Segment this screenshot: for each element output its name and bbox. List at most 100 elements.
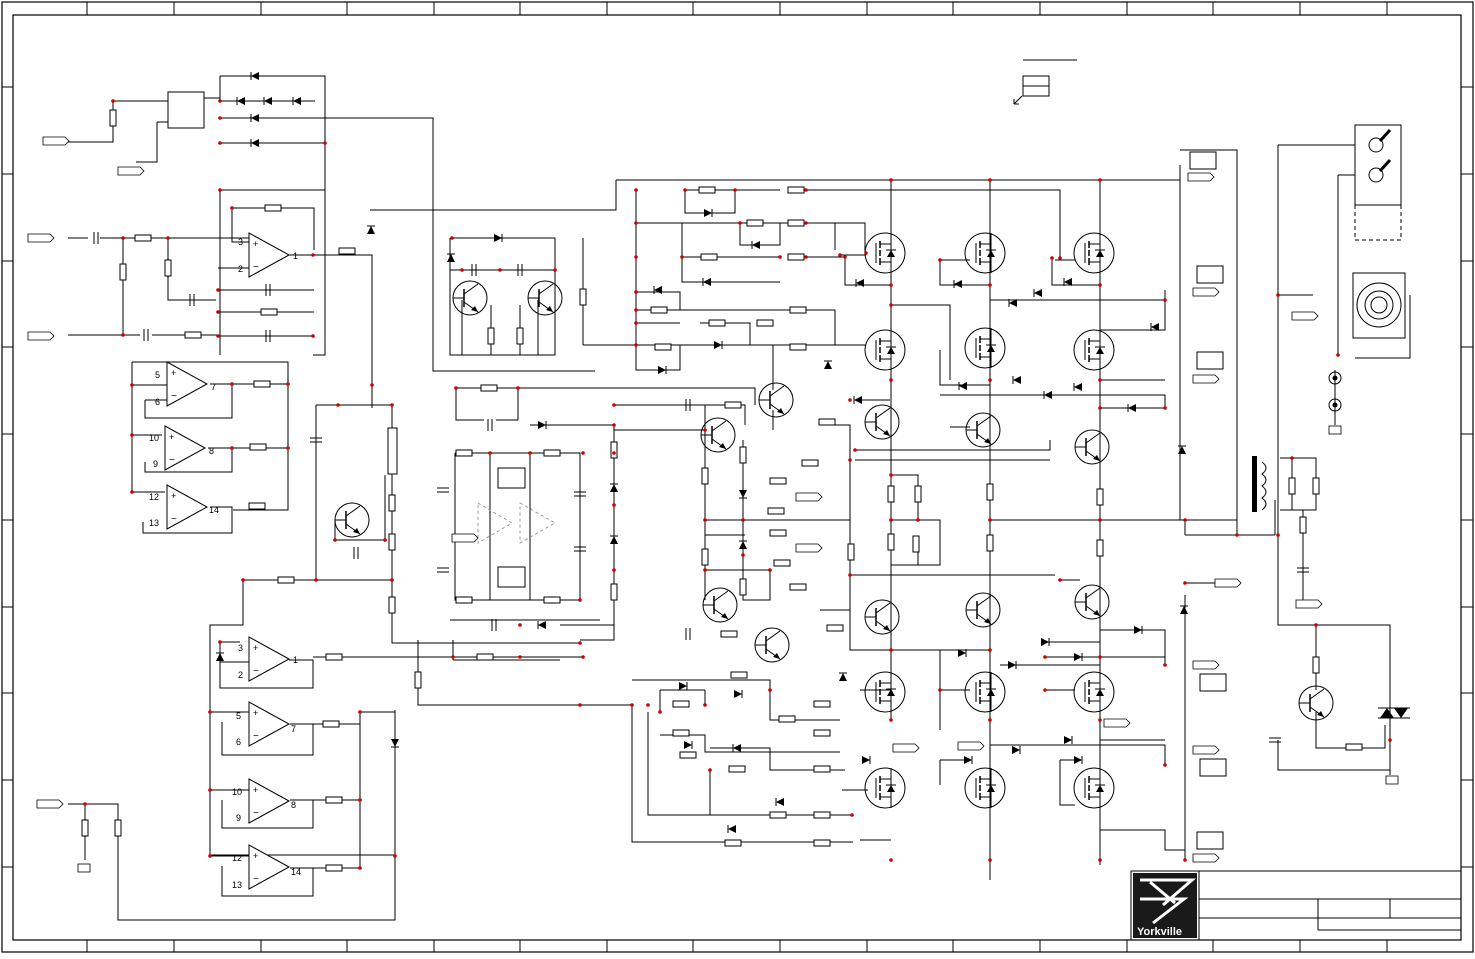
junction-dot [1058,578,1062,582]
pin-label: 13 [149,518,159,528]
junction-dot [218,640,222,644]
junction-dot [518,623,522,627]
junction-dot [889,648,893,652]
junction-dot [1276,293,1280,297]
junction-dot [988,858,992,862]
junction-dot [683,188,687,192]
junction-dot [216,310,220,314]
junction-dot [768,688,772,692]
junction-dot [804,221,808,225]
junction-dot [216,288,220,292]
junction-dot [889,473,893,477]
junction-dot [581,655,585,659]
junction-dot [916,518,920,522]
pin-label: 13 [232,880,242,890]
pin-label: 6 [155,397,160,407]
pin-label: 1 [293,655,298,665]
junction-dot [889,303,893,307]
junction-dot [634,255,638,259]
junction-dot [578,641,582,645]
junction-dot [634,221,638,225]
junction-dot [383,538,387,542]
junction-dot [208,788,212,792]
pin-label: 7 [291,724,296,734]
junction-dot [1043,688,1047,692]
junction-dot [390,578,394,582]
junction-dot [630,703,634,707]
junction-dot [218,141,222,145]
junction-dot [612,568,616,572]
junction-dot [454,386,458,390]
junction-dot [218,116,222,120]
junction-dot [111,99,115,103]
junction-dot [528,451,532,455]
junction-dot [778,255,782,259]
pin-label: 9 [236,813,241,823]
junction-dot [1098,406,1102,410]
junction-dot [634,308,638,312]
junction-dot [230,382,234,386]
junction-dot [838,253,842,257]
pin-label: 6 [236,737,241,747]
junction-dot [988,648,992,652]
pin-label: 3 [238,643,243,653]
junction-dot [612,423,616,427]
pin-label: 8 [209,446,214,456]
junction-dot [1290,456,1294,460]
junction-dot [130,490,134,494]
junction-dot [121,333,125,337]
net-tags [27,136,1399,873]
pin-label: 9 [153,459,158,469]
junction-dot [658,710,662,714]
junction-dot [498,268,502,272]
junction-dot [358,798,362,802]
junction-dot [612,451,616,455]
yorkville-logo-icon [1140,878,1197,925]
junction-dot [333,538,337,542]
junction-dot [988,718,992,722]
junction-dots [83,99,1392,870]
junction-dot [988,518,992,522]
pin-label: 14 [209,505,219,515]
pin-label: 2 [238,264,243,274]
title-block: Yorkville [1130,870,1462,941]
junction-dot [314,578,318,582]
resistors [81,109,1363,872]
junction-dot [1163,663,1167,667]
junction-dot [1183,518,1187,522]
junction-dot [1314,623,1318,627]
junction-dot [166,236,170,240]
junction-dot [1050,256,1054,260]
junction-dot [853,448,857,452]
pin-label: 10 [232,787,242,797]
junction-dot [553,268,557,272]
junction-dot [889,718,893,722]
junction-dot [612,503,616,507]
junction-dot [1098,378,1102,382]
junction-dot [708,768,712,772]
right-side-components [1252,124,1410,719]
pin-label: 8 [291,800,296,810]
junction-dot [889,378,893,382]
junction-dot [230,446,234,450]
junction-dot [460,268,464,272]
junction-dot [804,255,808,259]
pin-label: 14 [291,867,301,877]
junction-dot [1163,298,1167,302]
diodes [215,71,1189,834]
junction-dot [370,383,374,387]
junction-dot [241,578,245,582]
junction-dot [1098,655,1102,659]
company-name: Yorkville [1137,926,1182,938]
junction-dot [581,451,585,455]
junction-dot [1183,858,1187,862]
junction-dot [1388,738,1392,742]
junction-dot [741,518,745,522]
junction-dot [889,178,893,182]
pin-label: 12 [232,853,242,863]
junction-dot [703,568,707,572]
junction-dot [768,568,772,572]
junction-dot [741,553,745,557]
junction-dot [646,703,650,707]
